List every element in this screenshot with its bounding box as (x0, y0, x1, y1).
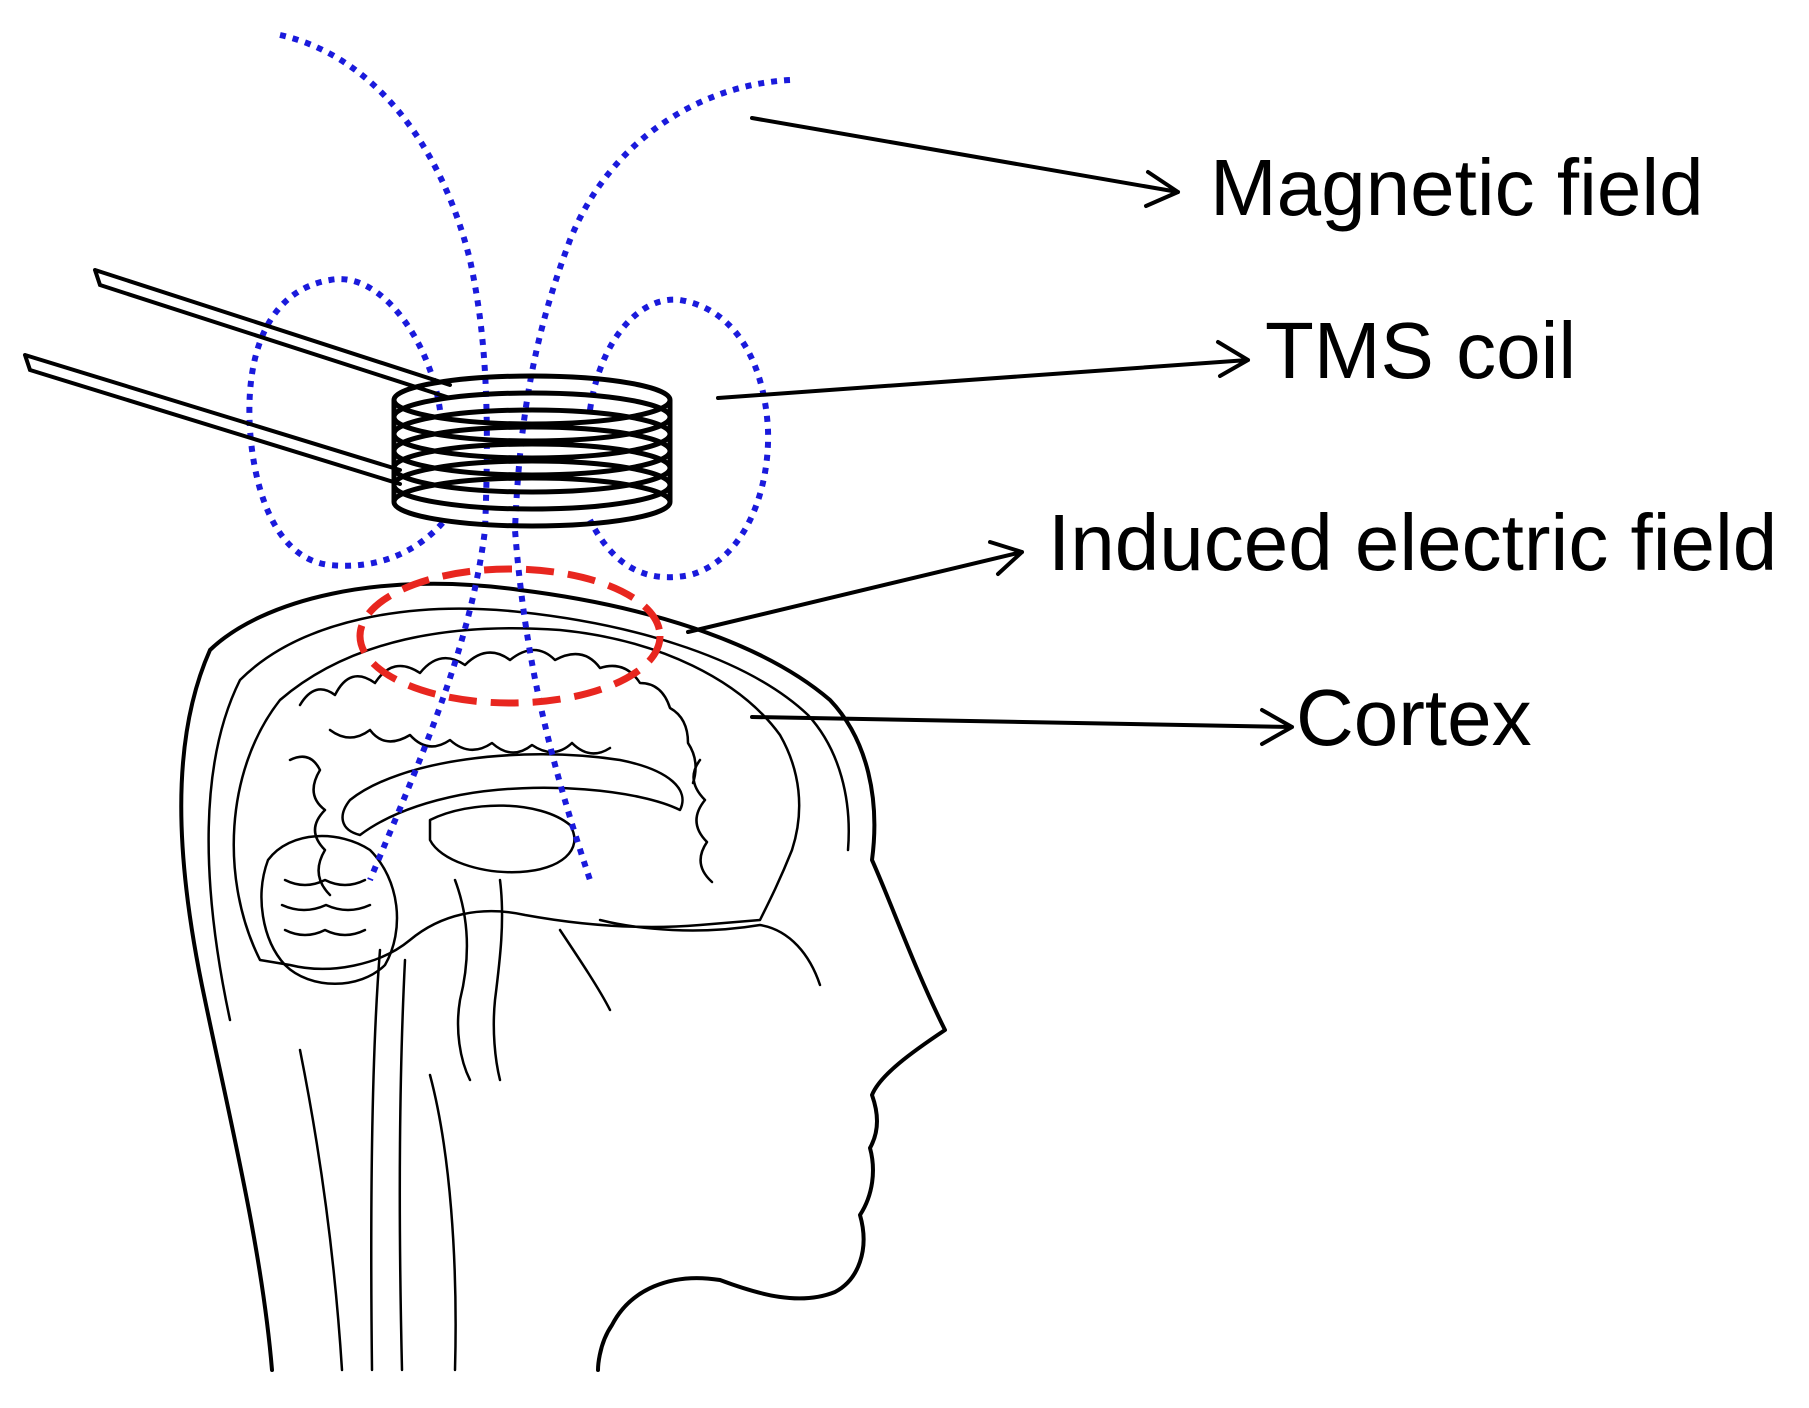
tms-coil-graphic (23, 268, 673, 529)
induced-electric-field-arrow (686, 540, 1024, 634)
neck-line-front (428, 1073, 457, 1372)
skull-outline (207, 607, 850, 1022)
tms-coil-arrow (716, 340, 1250, 400)
cerebellum (260, 834, 399, 985)
head-illustration (179, 581, 947, 1372)
coil-lead-upper (93, 268, 452, 400)
cortex-label: Cortex (1296, 673, 1532, 762)
label-arrows (686, 116, 1294, 746)
magnetic-field-line (279, 32, 490, 882)
coil-lead-lower (23, 353, 402, 486)
frontal-sinus-area (558, 918, 822, 1012)
corpus-callosum (341, 753, 684, 837)
induced-electric-field-label: Induced electric field (1048, 498, 1777, 587)
tms-coil-label: TMS coil (1265, 306, 1576, 395)
cortex-gyri (288, 648, 714, 897)
magnetic-field-line (246, 276, 448, 569)
brainstem (453, 878, 504, 1082)
cortex-arrow (750, 708, 1294, 746)
magnetic-field-line (587, 296, 772, 581)
induced-electric-field-loop (356, 565, 664, 707)
magnetic-field-label: Magnetic field (1210, 143, 1704, 232)
coil-windings (391, 373, 673, 529)
magnetic-field-line (511, 77, 791, 881)
neck-line-back (298, 1048, 344, 1372)
thalamus (428, 804, 576, 874)
head-outline (179, 581, 947, 1372)
brain-illustration (232, 626, 822, 1082)
magnetic-field-arrow (750, 116, 1180, 208)
magnetic-field-lines (246, 32, 791, 882)
brain-outline (232, 626, 801, 971)
spinal-cord (370, 948, 407, 1372)
